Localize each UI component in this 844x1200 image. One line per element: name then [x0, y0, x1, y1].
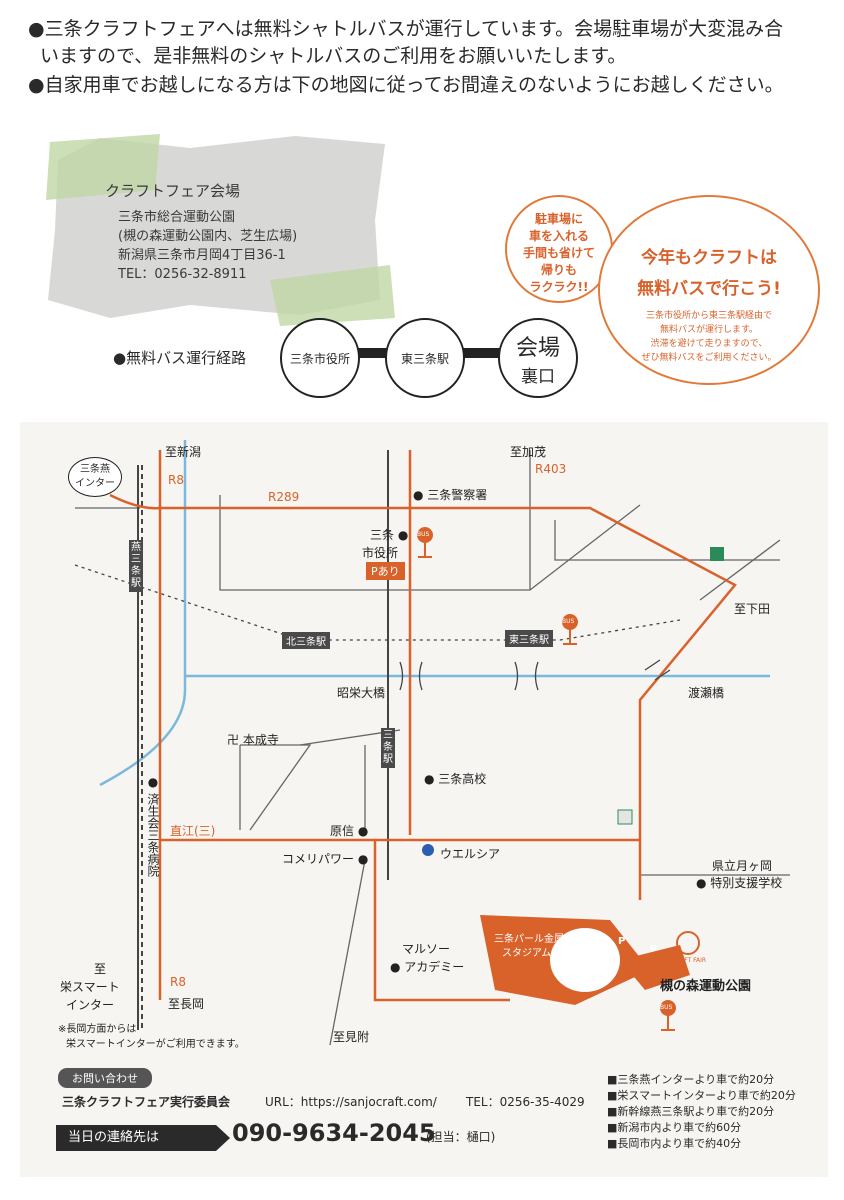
label-harashin: 原信 ●: [330, 824, 369, 838]
bus-stop-higashi-sanjo: [562, 614, 578, 630]
stop-venue-back: 会場 裏口: [498, 318, 578, 398]
note-line-1: ※長岡方面からは: [58, 1024, 137, 1035]
venue-name: 三条市総合運動公園: [118, 210, 236, 225]
stop-city-hall: 三条市役所: [280, 318, 360, 398]
label-to-nagaoka: 至長岡: [168, 997, 205, 1011]
label-r289: R289: [268, 490, 300, 504]
label-city-hall-2: 市役所: [362, 546, 399, 560]
label-marusoo-2: ● アカデミー: [390, 960, 465, 974]
venue-card-paper: [46, 134, 395, 326]
access-times: ■三条燕インターより車で約20分 ■栄スマートインターより車で約20分 ■新幹線…: [607, 1072, 796, 1152]
parking-p-1: P: [618, 936, 626, 947]
label-to-shimoda: 至下田: [734, 602, 771, 616]
kita-sanjo-station: 北三条駅: [282, 632, 330, 649]
label-stadium-1: 三条パール金属: [494, 934, 564, 945]
park-gate: [620, 945, 690, 990]
label-naoe: 直江(三): [170, 824, 216, 838]
contact-org: 三条クラフトフェア実行委員会: [62, 1095, 231, 1109]
tsubame-sanjo-station: 燕三条駅: [129, 540, 143, 592]
seven-eleven-icon: [617, 809, 633, 825]
parking-tag: Pあり: [366, 562, 405, 580]
contact-header: お問い合わせ: [58, 1068, 152, 1088]
label-sakae-2: 栄スマート: [60, 980, 120, 994]
bus-stop-park: [660, 1000, 676, 1016]
label-marusoo-1: マルソー: [402, 942, 451, 956]
access-3: ■新幹線燕三条駅より車で約20分: [607, 1105, 775, 1118]
label-stadium-2: スタジアム: [502, 948, 552, 959]
label-special-school-1: 県立月ヶ岡: [712, 859, 773, 873]
label-to-niigata: 至新潟: [165, 445, 202, 459]
label-special-school-2: ● 特別支援学校: [696, 876, 783, 890]
contact-tel: TEL：0256-35-4029: [466, 1095, 585, 1109]
bus-route-label: ●無料バス運行経路: [113, 349, 247, 367]
welcia-icon: [422, 844, 434, 856]
label-honjoji: 卍 本成寺: [227, 733, 279, 747]
higashi-sanjo-station: 東三条駅: [505, 630, 553, 647]
label-welcia: ウエルシア: [440, 847, 501, 861]
label-saiseikai: ● 済生会三条病院: [146, 775, 160, 877]
intro-line-1: ●三条クラフトフェアへは無料シャトルバスが運行しています。会場駐車場が大変混み合: [28, 18, 784, 40]
contact-url: URL：https://sanjocraft.com/: [265, 1095, 437, 1109]
label-r8-bottom: R8: [170, 975, 186, 989]
label-sakae-1: 至: [94, 962, 107, 976]
tape-top-left: [46, 134, 160, 200]
label-city-hall-1: 三条 ●: [370, 528, 409, 542]
venue-detail: (槻の森運動公園内、芝生広場): [118, 229, 298, 244]
bus-stop-city-hall: [417, 527, 433, 543]
ic-sanjo-tsubame: 三条燕 インター: [68, 457, 122, 497]
access-2: ■栄スマートインターより車で約20分: [607, 1089, 796, 1102]
venue-tel: TEL：0256-32-8911: [118, 267, 247, 282]
label-sanjo-high: ● 三条高校: [424, 772, 487, 786]
tape-bottom-right: [270, 265, 395, 326]
label-watarase-bridge: 渡瀬橋: [688, 686, 725, 700]
bubble-free-bus: 今年もクラフトは 無料バスで行こう! 三条市役所から東三条駅経由で 無料バスが運…: [598, 195, 820, 385]
access-5: ■長岡市内より車で約40分: [607, 1137, 742, 1150]
bus-label-2: BUS: [562, 618, 575, 625]
parking-p-2: P: [650, 944, 658, 955]
intro-line-3: ●自家用車でお越しになる方は下の地図に従ってお間違えのないようにお越しください。: [28, 74, 784, 96]
label-sakae-3: インター: [66, 998, 115, 1012]
day-contact-label: 当日の連絡先は: [56, 1125, 216, 1151]
label-r8-top: R8: [168, 473, 184, 487]
venue-address: 新潟県三条市月岡4丁目36-1: [118, 248, 286, 263]
label-komeri: コメリパワー ●: [282, 852, 369, 866]
craft-fair-logo-text: CRAFT FAIR: [672, 957, 707, 964]
day-contact-person: (担当：樋口): [426, 1130, 496, 1144]
label-r403: R403: [535, 462, 567, 476]
intro-line-2: いますので、是非無料のシャトルバスのご利用をお願いいたします。: [40, 45, 627, 67]
label-park: 槻の森運動公園: [660, 979, 752, 994]
bus-label-1: BUS: [417, 531, 430, 538]
craft-fair-logo: [676, 931, 700, 955]
label-showa-bridge: 昭栄大橋: [337, 686, 386, 700]
label-to-kamo: 至加茂: [510, 445, 547, 459]
access-1: ■三条燕インターより車で約20分: [607, 1073, 775, 1086]
stop-higashi-sanjo: 東三条駅: [385, 318, 465, 398]
arrow-right-icon: [216, 1125, 230, 1151]
venue-title: クラフトフェア会場: [105, 182, 241, 200]
familymart-icon: [710, 547, 724, 561]
river-shinano: [99, 440, 187, 787]
label-police: ● 三条警察署: [413, 488, 488, 502]
day-contact-phone: 090-9634-2045: [232, 1119, 436, 1147]
bus-label-3: BUS: [660, 1004, 673, 1011]
access-4: ■新潟市内より車で約60分: [607, 1121, 742, 1134]
sanjo-station: 三条駅: [381, 728, 395, 768]
label-to-mitsuke: 至見附: [333, 1030, 370, 1044]
note-line-2: 栄スマートインターがご利用できます。: [66, 1039, 245, 1050]
